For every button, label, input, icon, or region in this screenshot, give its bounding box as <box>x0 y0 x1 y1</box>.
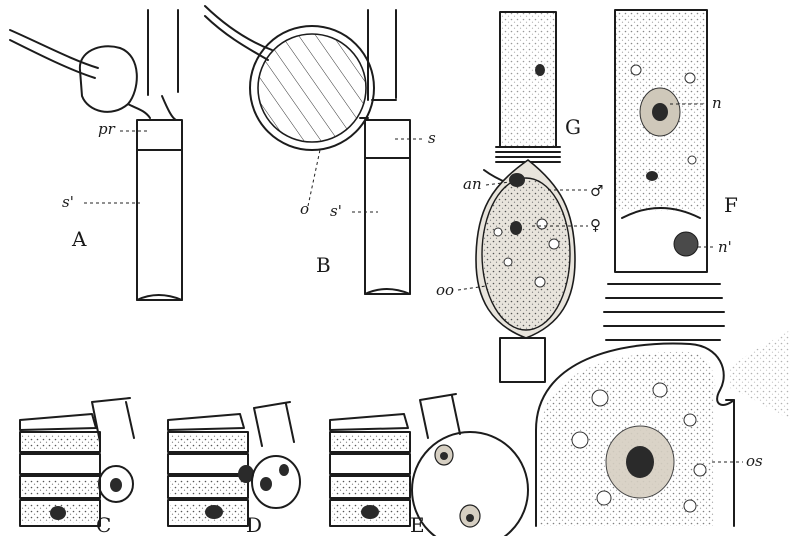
figure-label-g: G <box>565 115 581 139</box>
figure-c: C <box>20 398 134 536</box>
label-an: an <box>463 175 482 193</box>
oospore-nucleus <box>626 446 654 478</box>
antherozoid <box>509 173 525 187</box>
figure-a: pr s' A <box>10 10 182 300</box>
figure-label-a: A <box>71 227 87 251</box>
filament-cell-s-prime <box>137 150 182 300</box>
label-oo: oo <box>436 281 454 299</box>
figure-e: E <box>330 394 528 536</box>
pr-cell <box>137 120 182 150</box>
label-s: s <box>428 129 436 147</box>
filament-cell-s-prime-b <box>365 158 410 294</box>
label-female: ♀ <box>590 216 601 234</box>
conjugation-swelling <box>80 46 137 112</box>
figure-d: D <box>168 402 300 536</box>
g-lower-cell <box>500 338 545 382</box>
figure-label-d: D <box>246 513 262 536</box>
label-s-prime-b: s' <box>330 202 342 220</box>
label-male: ♂ <box>590 182 603 200</box>
label-pr: pr <box>98 120 116 138</box>
label-o: o <box>300 200 309 218</box>
label-n-prime: n' <box>718 238 732 256</box>
nucleus-n <box>652 103 668 121</box>
oosphere <box>482 178 570 330</box>
figure-label-f: F <box>724 193 738 217</box>
figure-label-c: C <box>96 513 111 536</box>
figure-label-b: B <box>316 253 331 277</box>
figure-label-e: E <box>410 513 425 536</box>
d-zoospore-vesicle <box>252 456 300 508</box>
nucleus-n-prime <box>674 232 698 256</box>
figure-g: an ♂ ♀ oo G <box>436 12 603 382</box>
figure-b: o s s' B <box>205 6 436 294</box>
label-s-prime-a: s' <box>62 193 74 211</box>
label-n: n <box>712 94 722 112</box>
zygospore <box>258 34 366 142</box>
label-os: os <box>746 452 763 470</box>
